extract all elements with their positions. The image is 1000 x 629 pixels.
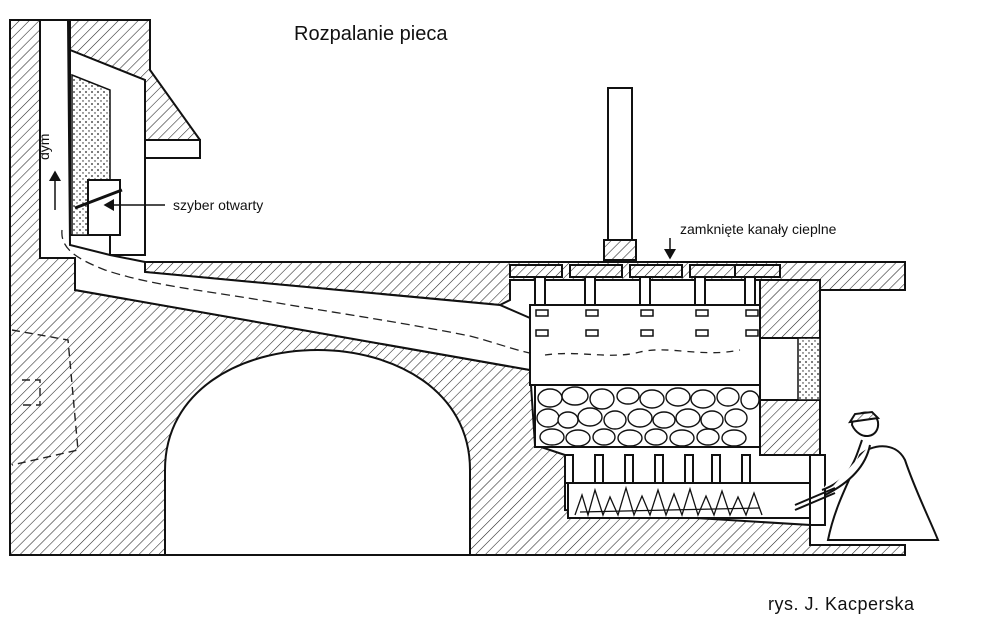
chimney-ledge xyxy=(144,139,201,159)
heat-channels xyxy=(509,264,781,278)
hidden-outline xyxy=(11,329,79,466)
channels-label: zamknięte kanały cieplne xyxy=(680,221,837,237)
flue-passage xyxy=(39,19,531,372)
smoke-label: dym xyxy=(36,134,52,160)
damper-label: szyber otwarty xyxy=(173,197,263,213)
damper-box xyxy=(87,179,121,236)
chamber-smoke xyxy=(544,349,741,356)
oven-chamber xyxy=(529,304,761,386)
stones xyxy=(536,386,760,447)
channel-posts xyxy=(534,276,756,306)
side-insulation xyxy=(797,337,821,401)
stove-pipe xyxy=(607,87,633,241)
credit-text: rys. J. Kacperska xyxy=(768,594,915,614)
chamber-vents xyxy=(535,309,759,337)
grate-posts xyxy=(564,454,751,484)
flames xyxy=(574,485,763,518)
pipe-base xyxy=(603,239,637,261)
woman-figure xyxy=(794,410,940,541)
damper-blade xyxy=(74,188,123,210)
diagram-title: Rozpalanie pieca xyxy=(294,23,448,45)
fire-door xyxy=(809,454,826,526)
